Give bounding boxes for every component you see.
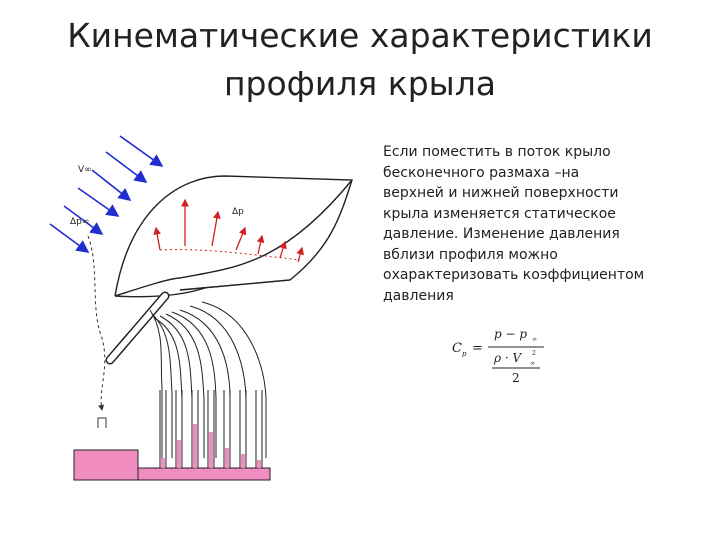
wing-lower-surface (114, 179, 353, 297)
pressure-arrow (279, 240, 287, 259)
probe-tube-inner (107, 293, 168, 363)
flow-arrow (77, 187, 120, 217)
manometer (73, 390, 271, 481)
flow-arrow (105, 151, 148, 183)
slide-title: Кинематические характеристики профиля кр… (0, 12, 720, 108)
title-line-2: профиля крыла (223, 64, 497, 103)
pressure-arrows (153, 198, 304, 263)
dashed-lead (87, 235, 106, 411)
formula-lhs: C (452, 341, 462, 356)
flow-arrow (49, 223, 90, 253)
body-line: давления (383, 287, 454, 304)
formula-den-two: 2 (512, 371, 520, 385)
body-line: вблизи профиля можно (383, 246, 558, 263)
pressure-arrow (256, 234, 265, 255)
body-line: охарактеризовать коэффициентом (383, 267, 645, 283)
body-line: бесконечного размаха –на (383, 164, 580, 181)
pressure-arrow (296, 246, 304, 263)
pressure-arrow (235, 226, 247, 251)
label-dp: Δp (232, 207, 244, 217)
flow-arrow (63, 205, 104, 235)
formula-den-sub: ∞ (530, 360, 535, 367)
formula-eq: = (472, 341, 483, 356)
body-line: верхней и нижней поверхности (383, 185, 619, 201)
body-text: Если поместить в поток крыло бесконечног… (383, 142, 673, 306)
pressure-arrow (211, 210, 221, 247)
formula-numerator: p − p (494, 327, 527, 341)
label-v-inf: V∞ (78, 165, 92, 175)
title-line-1: Кинематические характеристики (67, 16, 653, 55)
manometer-liquid (161, 424, 261, 468)
wing-bottom-edge (179, 279, 291, 291)
wing-upper-surface (114, 175, 353, 297)
formula-num-sub: ∞ (532, 336, 537, 343)
flow-arrow (91, 169, 132, 201)
body-line: Если поместить в поток крыло (383, 144, 611, 160)
formula-den-rho: ρ · V (493, 351, 522, 365)
formula-den-sup: 2 (532, 350, 536, 357)
formula-lhs-sub: p (462, 350, 467, 358)
body-line: давление. Изменение давления (383, 226, 620, 242)
tap-symbol (97, 417, 107, 428)
pressure-coefficient-formula: C p = p − p ∞ ρ · V 2 ∞ 2 (452, 327, 544, 385)
flow-arrows (49, 135, 164, 253)
body-line: крыла изменяется статическое (383, 205, 616, 222)
pressure-arrow (153, 226, 161, 251)
manometer-base (137, 467, 271, 481)
manometer-reservoir (73, 449, 139, 481)
wing-pressure-figure: V∞ Δp∞ Δp (49, 135, 353, 481)
manometer-columns (159, 390, 263, 468)
surface-dotted-line (159, 249, 301, 261)
flow-arrow (119, 135, 164, 167)
label-dp-inf: Δp∞ (70, 217, 89, 227)
